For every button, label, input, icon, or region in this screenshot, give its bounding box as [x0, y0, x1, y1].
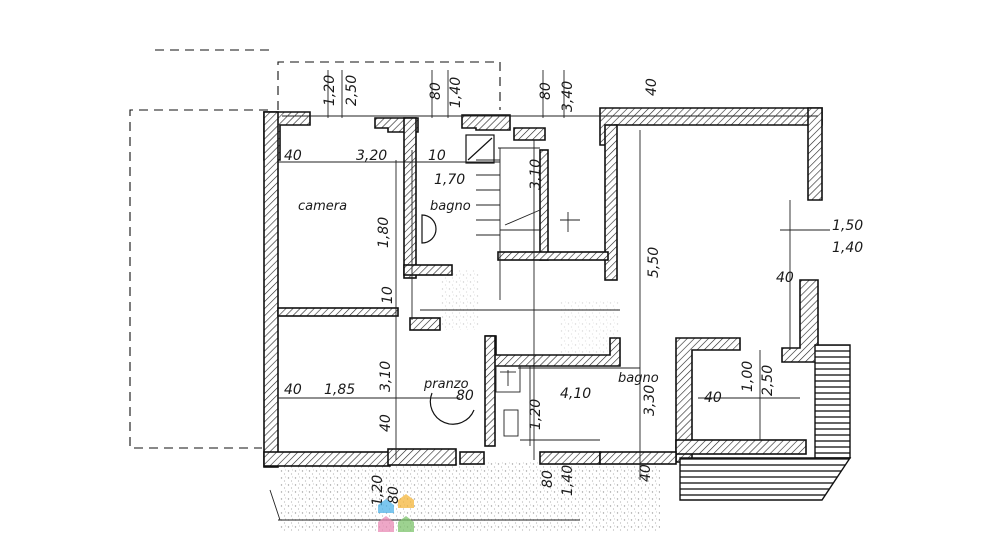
dim-b-40: 40	[704, 390, 722, 406]
dim-bot-140: 1,40	[560, 465, 576, 496]
dim-v-330: 3,30	[642, 385, 658, 416]
room-label-bagno-upper: bagno	[430, 199, 471, 214]
dim-row-40: 40	[284, 148, 302, 164]
dim-v-40-low: 40	[378, 414, 394, 432]
dim-v-120: 1,20	[528, 399, 544, 430]
dim-v-550: 5,50	[646, 247, 662, 278]
dimension-lines	[269, 70, 830, 521]
dashed-outlines	[129, 49, 501, 449]
dim-top-250: 2,50	[344, 75, 360, 106]
dim-v-180: 1,80	[376, 217, 392, 248]
dim-bot-80b: 80	[540, 470, 556, 488]
dim-v-310-low: 3,10	[378, 361, 394, 392]
dim-left-40: 40	[284, 382, 302, 398]
dimension-labels: 1,20 2,50 80 1,40 80 3,40 40 40 3,20 10 …	[284, 75, 863, 506]
dim-bot-80: 80	[386, 486, 402, 504]
dim-b-250: 2,50	[760, 365, 776, 396]
dim-row-170: 1,70	[434, 172, 465, 188]
dim-mid-10: 10	[380, 286, 396, 304]
dim-bot-40: 40	[638, 464, 654, 482]
dim-bot-120: 1,20	[370, 475, 386, 506]
dim-h-410: 4,10	[560, 386, 591, 402]
dim-185: 1,85	[324, 382, 355, 398]
dim-b-100: 1,00	[740, 361, 756, 392]
dim-top-80b: 80	[538, 82, 554, 100]
dim-right-40: 40	[776, 270, 794, 286]
walls	[263, 107, 823, 468]
terrace	[679, 344, 852, 501]
dim-top-80a: 80	[428, 82, 444, 100]
dim-top-120: 1,20	[322, 75, 338, 106]
room-labels: camera bagno bagno pranzo	[298, 199, 659, 392]
dim-top-140: 1,40	[448, 77, 464, 108]
dim-top-40: 40	[644, 78, 660, 96]
dim-v-310-top: 3,10	[528, 159, 544, 190]
dim-p-80: 80	[456, 388, 474, 404]
room-label-bagno-lower: bagno	[618, 371, 659, 386]
logo-icon	[378, 494, 414, 532]
dim-row-10: 10	[428, 148, 446, 164]
room-label-pranzo: pranzo	[423, 377, 469, 392]
room-label-camera: camera	[298, 199, 347, 214]
dim-top-340: 3,40	[560, 81, 576, 112]
dim-right-140: 1,40	[832, 240, 863, 256]
dim-right-150: 1,50	[832, 218, 863, 234]
dim-row-320: 3,20	[356, 148, 387, 164]
